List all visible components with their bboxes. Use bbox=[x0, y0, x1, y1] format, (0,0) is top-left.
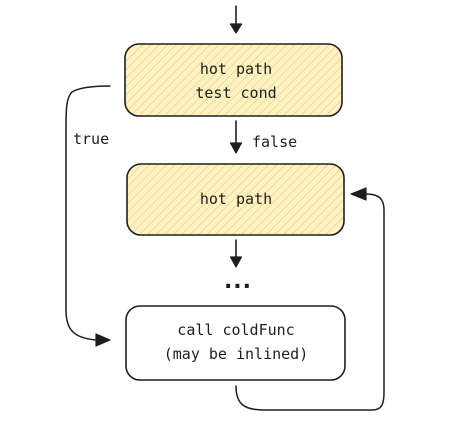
call-coldfunc-line1: call coldFunc bbox=[177, 321, 294, 339]
node-call-coldfunc: call coldFunc (may be inlined) bbox=[125, 305, 346, 381]
hot-path-label: hot path bbox=[200, 190, 272, 208]
false-edge-label: false bbox=[252, 133, 297, 151]
continue-edge bbox=[229, 239, 243, 268]
true-edge: true bbox=[65, 85, 111, 347]
node-hot-path: hot path bbox=[126, 163, 345, 236]
test-cond-line1: hot path bbox=[200, 60, 272, 78]
ellipsis: ... bbox=[224, 269, 252, 294]
node-test-cond: hot path test cond bbox=[124, 43, 343, 117]
true-edge-label: true bbox=[73, 130, 109, 148]
test-cond-line2: test cond bbox=[195, 84, 276, 102]
false-edge: false bbox=[229, 120, 297, 154]
return-edge bbox=[235, 187, 385, 411]
entry-arrow bbox=[229, 5, 243, 34]
call-coldfunc-line2: (may be inlined) bbox=[164, 345, 309, 363]
